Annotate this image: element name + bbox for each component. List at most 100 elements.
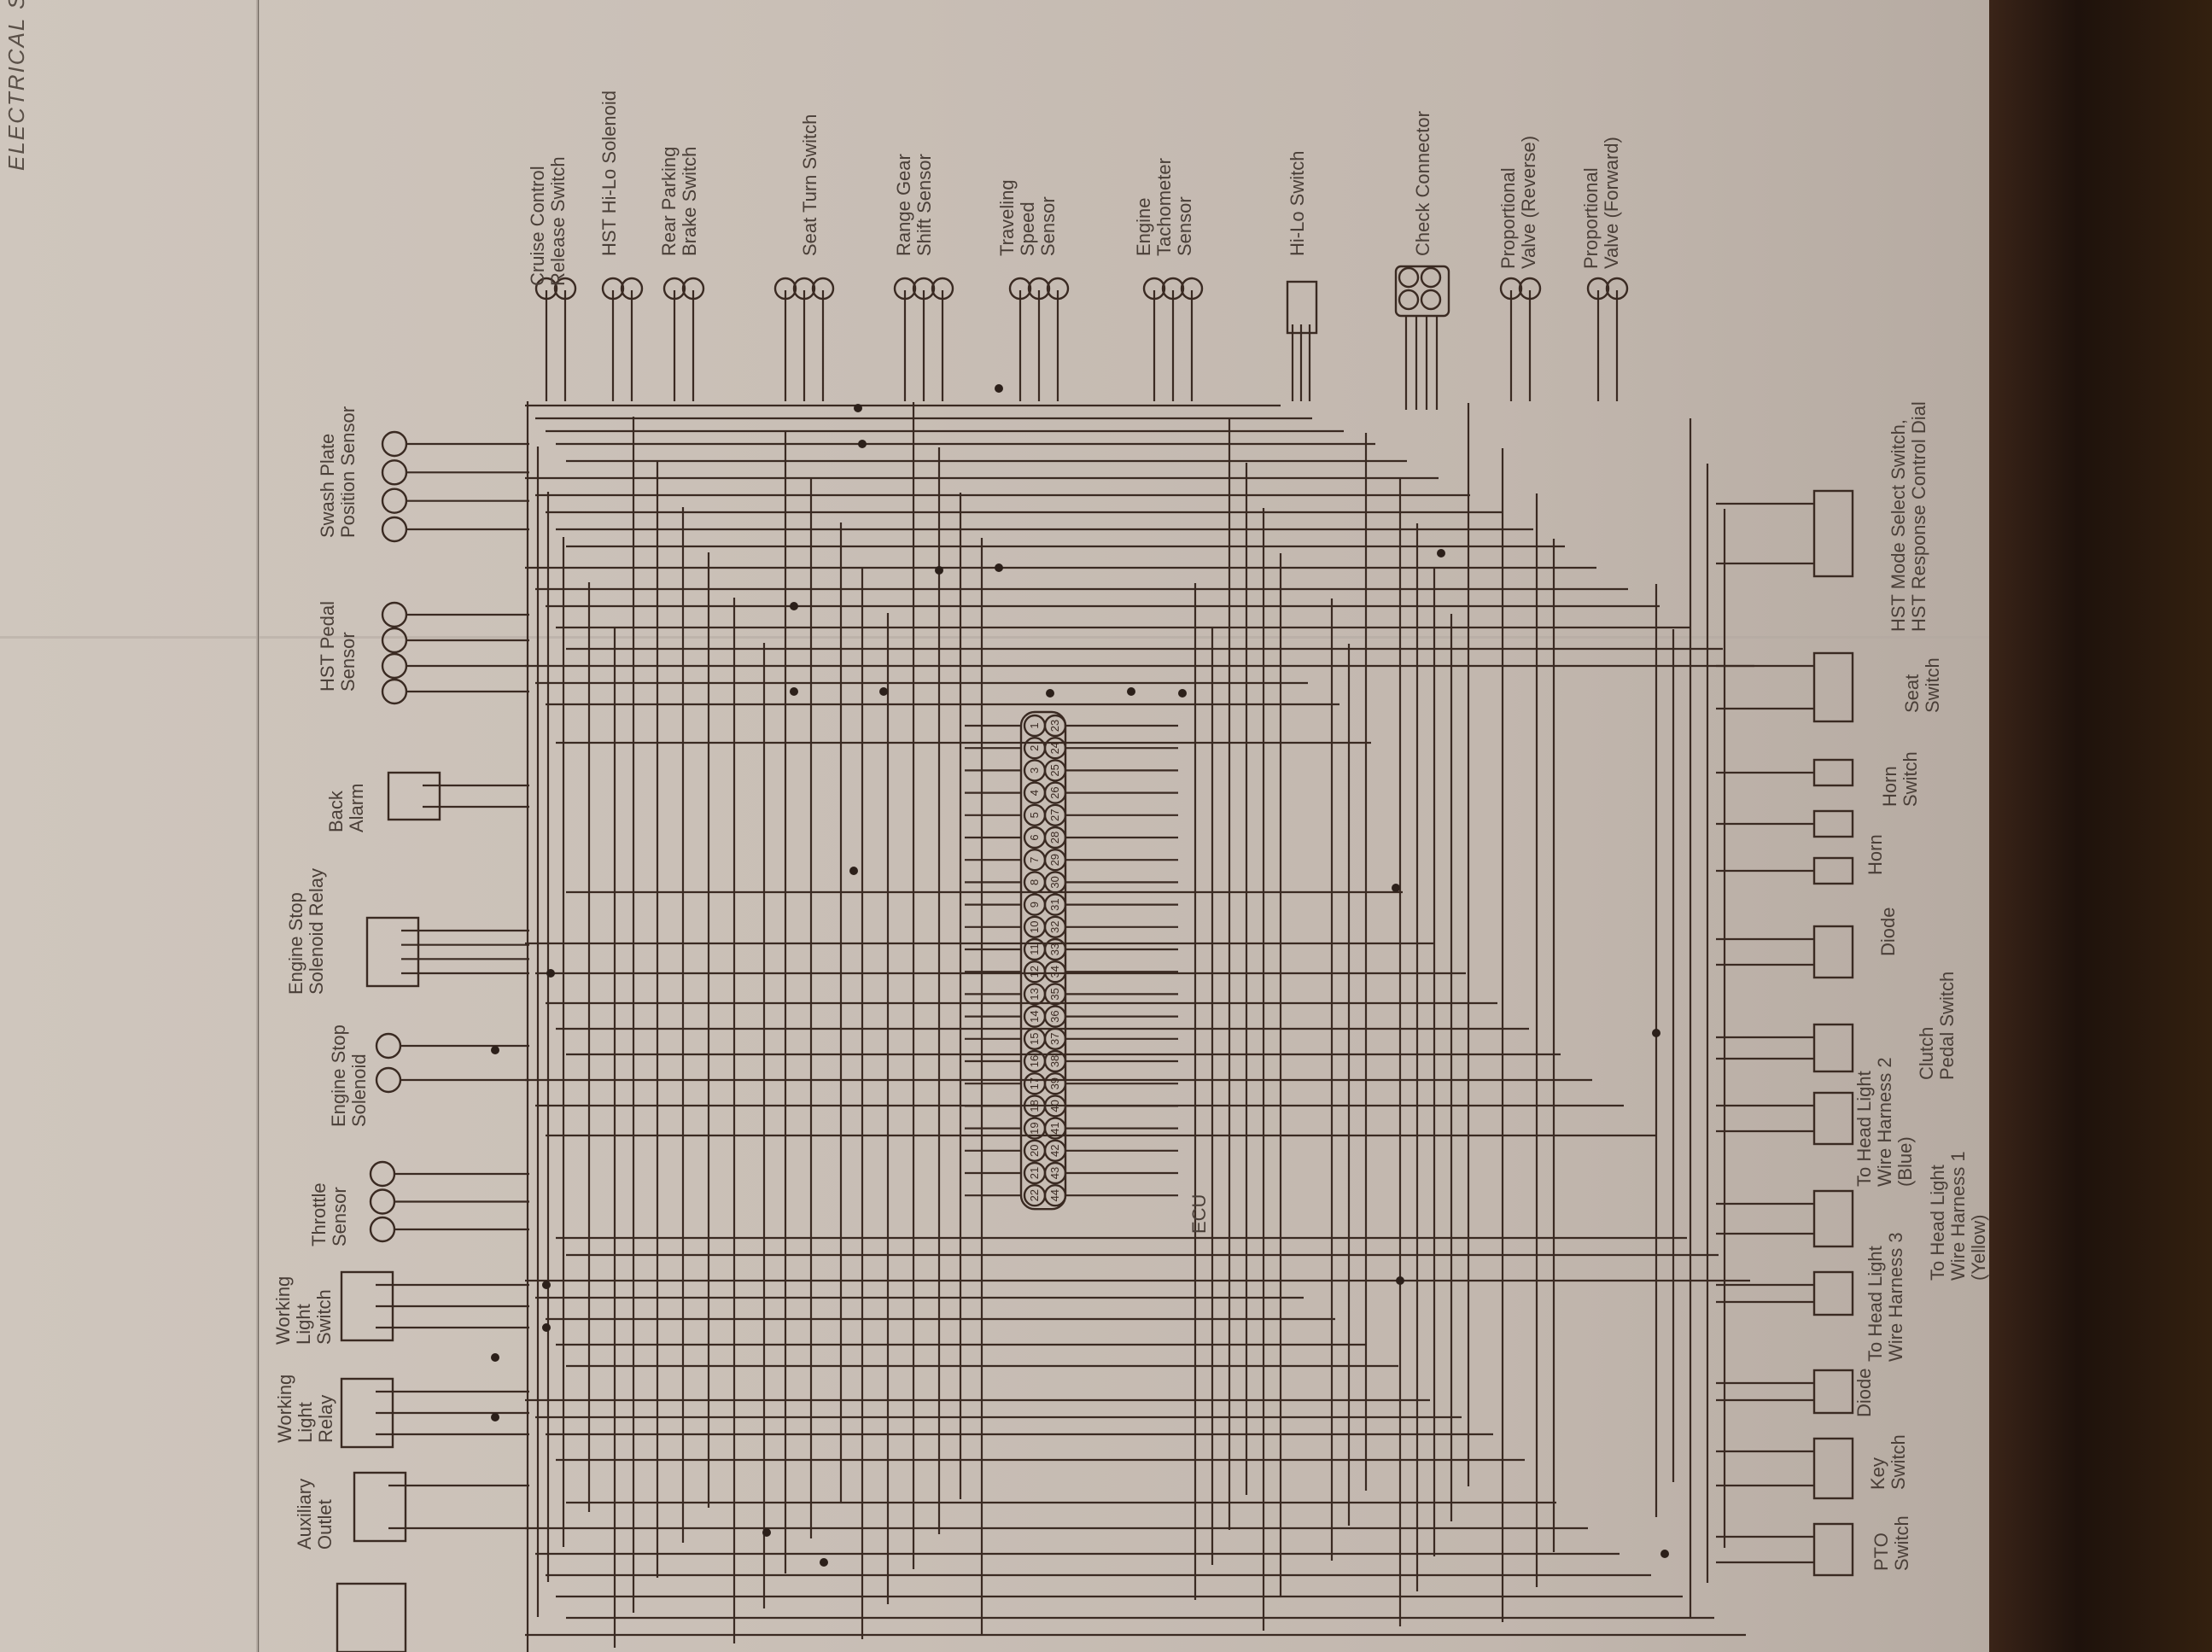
junction-dot — [879, 687, 888, 696]
ecu-pin-number: 35 — [1048, 988, 1061, 1000]
ecu-pin — [1043, 960, 1067, 984]
junction-dot — [1652, 1029, 1660, 1037]
connector-pin — [381, 459, 408, 486]
partial-connector — [336, 1582, 407, 1652]
label-head-light-harness-3: To Head Light Wire Harness 3 — [1865, 1232, 1906, 1362]
label-working-light-relay: Working Light Relay — [274, 1374, 336, 1443]
table-background — [1989, 0, 2212, 1652]
ecu-pin-number: 24 — [1048, 742, 1061, 754]
connector-block — [1812, 925, 1854, 979]
connector-block — [365, 916, 420, 988]
label-engine-stop-solenoid: Engine Stop Solenoid — [328, 1024, 370, 1127]
junction-dot — [491, 1046, 499, 1054]
junction-dot — [1127, 687, 1135, 696]
junction-dot — [1178, 689, 1187, 698]
schematic-paper — [0, 0, 1989, 1652]
ecu-pin-number: 14 — [1028, 1010, 1041, 1022]
connector-block — [1812, 1189, 1854, 1248]
connector-block — [1812, 1023, 1854, 1073]
ecu-pin — [1043, 849, 1067, 872]
connector-block — [340, 1270, 394, 1342]
ecu-pin-number: 38 — [1048, 1055, 1061, 1067]
junction-dot — [1396, 1276, 1404, 1285]
connector-pin — [1161, 277, 1185, 301]
junction-dot — [820, 1558, 828, 1567]
connector-pin — [931, 277, 954, 301]
label-check-connector: Check Connector — [1412, 111, 1433, 256]
label-engine-tachometer-sensor: Engine Tachometer Sensor — [1133, 158, 1195, 256]
connector-pin — [681, 277, 705, 301]
label-horn: Horn — [1865, 834, 1886, 875]
junction-dot — [790, 602, 798, 610]
junction-dot — [995, 563, 1003, 572]
label-head-light-harness-2: To Head Light Wire Harness 2 (Blue) — [1853, 1057, 1916, 1187]
connector-pin — [601, 277, 625, 301]
ecu-pin-number: 5 — [1028, 812, 1041, 818]
ecu-pin — [1043, 1161, 1067, 1185]
connector-pin — [369, 1216, 396, 1243]
ecu-pin-number: 27 — [1048, 809, 1061, 821]
connector-pin — [381, 487, 408, 514]
label-hst-pedal-sensor: HST Pedal Sensor — [317, 601, 359, 692]
label-auxiliary-outlet: Auxiliary Outlet — [294, 1478, 336, 1550]
ecu-pin-number: 13 — [1028, 988, 1041, 1000]
ecu-pin-number: 32 — [1048, 921, 1061, 933]
ecu-pin-number: 4 — [1028, 790, 1041, 796]
junction-dot — [849, 867, 858, 875]
label-hst-mode-select-switch: HST Mode Select Switch, HST Response Con… — [1888, 401, 1929, 632]
label-engine-stop-solenoid-relay: Engine Stop Solenoid Relay — [285, 868, 327, 995]
connector-pin — [553, 277, 577, 301]
junction-dot — [935, 566, 943, 575]
connector-pin — [620, 277, 644, 301]
connector-pin — [1499, 277, 1523, 301]
ecu-pin-number: 30 — [1048, 876, 1061, 888]
label-working-light-switch: Working Light Switch — [272, 1275, 335, 1345]
label-cruise-control-release-switch: Cruise Control Release Switch — [527, 156, 569, 286]
connector-pin — [1046, 277, 1070, 301]
ecu-pin-number: 28 — [1048, 832, 1061, 844]
label-seat-switch: Seat Switch — [1901, 657, 1943, 713]
ecu-pin-number: 16 — [1028, 1055, 1041, 1067]
label-hi-lo-switch: Hi-Lo Switch — [1287, 150, 1308, 256]
label-proportional-valve-forward: Proportional Valve (Forward) — [1580, 137, 1622, 269]
connector-block — [1812, 1270, 1854, 1316]
connector-block — [1812, 856, 1854, 885]
ecu-pin-number: 33 — [1048, 943, 1061, 955]
connector-pin — [375, 1032, 402, 1059]
ecu-pin-number: 10 — [1028, 921, 1041, 933]
ecu-pin — [1043, 737, 1067, 760]
junction-dot — [1660, 1550, 1669, 1558]
connector-pin — [381, 652, 408, 680]
paper-fold-horizontal — [0, 636, 1989, 639]
ecu-pin — [1043, 826, 1067, 849]
connector-pin — [381, 627, 408, 654]
label-horn-switch: Horn Switch — [1879, 751, 1921, 807]
ecu-pin — [1043, 1071, 1067, 1095]
label-clutch-pedal-switch: Clutch Pedal Switch — [1916, 971, 1958, 1080]
connector-pin — [534, 277, 558, 301]
ecu-pin-number: 2 — [1028, 745, 1041, 751]
label-range-gear-shift-sensor: Range Gear Shift Sensor — [893, 154, 935, 256]
connector-pin — [381, 430, 408, 458]
label-hst-hi-lo-solenoid: HST Hi-Lo Solenoid — [598, 90, 620, 256]
junction-dot — [790, 687, 798, 696]
check-connector-pin — [1420, 289, 1442, 311]
connector-block — [1812, 489, 1854, 578]
check-connector-body — [1394, 265, 1450, 318]
ecu-pin — [1043, 759, 1067, 782]
connector-block — [340, 1377, 394, 1449]
ecu-pin-number: 39 — [1048, 1077, 1061, 1089]
ecu-pin-number: 11 — [1028, 943, 1041, 955]
label-pto-switch: PTO Switch — [1871, 1515, 1912, 1571]
label-seat-turn-switch: Seat Turn Switch — [799, 114, 820, 256]
ecu-pin-number: 41 — [1048, 1122, 1061, 1134]
label-throttle-sensor: Throttle Sensor — [308, 1182, 350, 1246]
ecu-pin — [1043, 803, 1067, 826]
connector-pin — [773, 277, 797, 301]
connector-block — [353, 1471, 407, 1543]
wire-network — [376, 290, 1814, 1652]
ecu-pin-number: 23 — [1048, 720, 1061, 732]
ecu-pin-number: 40 — [1048, 1100, 1061, 1112]
label-head-light-harness-1: To Head Light Wire Harness 1 (Yellow) — [1927, 1151, 1989, 1281]
label-swash-plate-position-sensor: Swash Plate Position Sensor — [317, 406, 359, 538]
